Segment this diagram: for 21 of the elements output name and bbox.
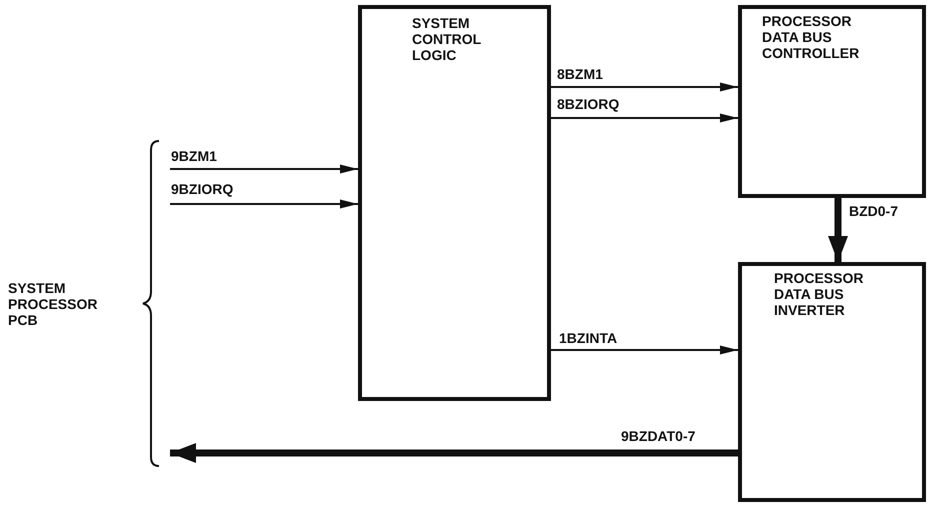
block-title: PROCESSOR DATA BUS CONTROLLER (762, 13, 860, 61)
arrow (551, 114, 738, 122)
edge-label: 9BZM1 (170, 148, 218, 164)
block-title: SYSTEM CONTROL LOGIC (412, 15, 482, 63)
edge-label: 1BZINTA (558, 330, 618, 346)
edge-label: 8BZIORQ (556, 96, 620, 112)
arrow (828, 198, 848, 262)
arrow (551, 346, 738, 354)
edge-label: BZD0-7 (848, 203, 900, 219)
edge-label: 9BZDAT0-7 (620, 428, 696, 444)
block-title: PROCESSOR DATA BUS INVERTER (774, 270, 864, 318)
block-box (738, 5, 926, 198)
arrow (551, 82, 738, 92)
arrow (170, 200, 358, 208)
edge-label: 8BZM1 (556, 66, 604, 82)
arrow (170, 164, 358, 174)
block-box (738, 262, 926, 502)
edge-label: 9BZIORQ (170, 181, 234, 197)
arrow (170, 443, 738, 463)
board-label: SYSTEM PROCESSOR PCB (8, 280, 98, 328)
block-box (358, 5, 551, 401)
